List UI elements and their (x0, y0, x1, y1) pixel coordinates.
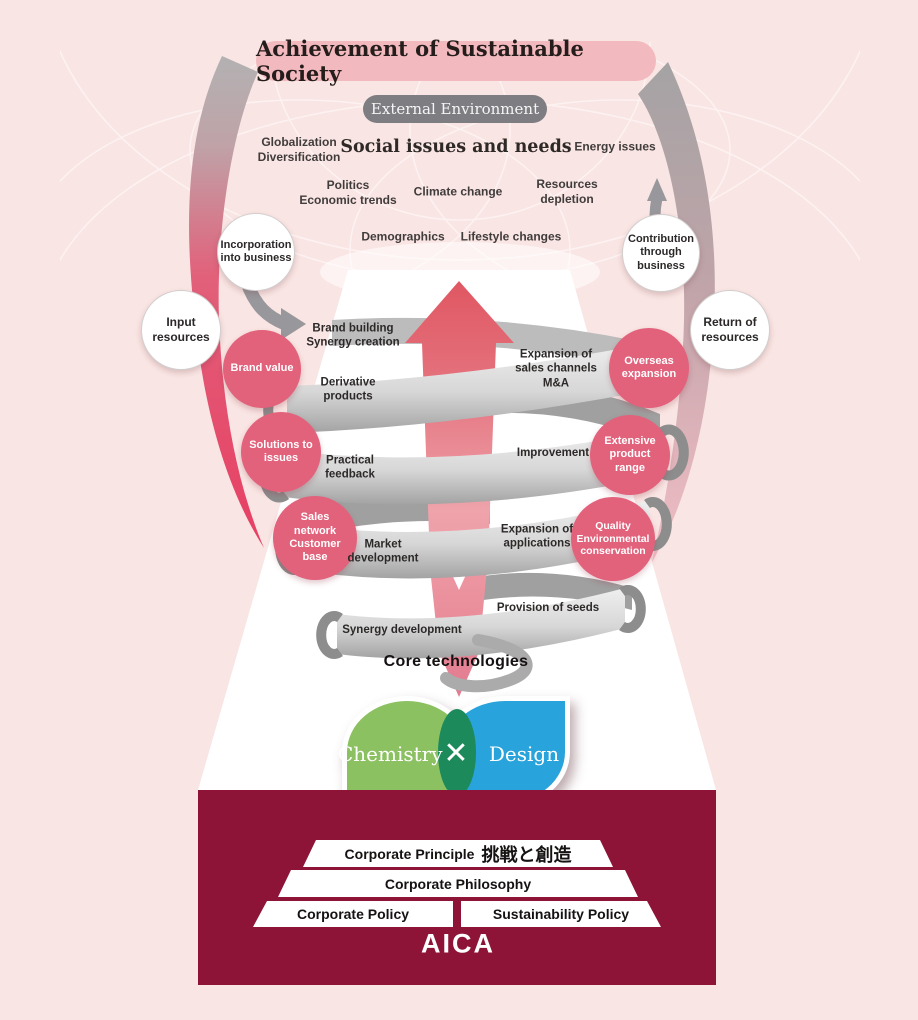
bar-corporate-philosophy: Corporate Philosophy (278, 870, 638, 897)
spiral-inner-curl (440, 634, 533, 693)
aica-logo: AICA (421, 928, 495, 959)
label-core-technologies: Core technologies (383, 653, 529, 670)
label-lifestyle-changes: Lifestyle changes (460, 229, 562, 244)
circle-solutions: Solutions to issues (241, 412, 321, 492)
external-environment-pill: External Environment (363, 95, 547, 123)
corporate-principle-label: Corporate Principle (344, 845, 475, 862)
leaf-overlap (438, 709, 476, 796)
label-demographics: Demographics (361, 229, 445, 244)
circle-quality: Quality Environmental conservation (571, 497, 655, 581)
circle-input-resources: Input resources (141, 290, 221, 370)
label-globalization: Globalization Diversification (257, 135, 341, 164)
label-brand-building: Brand building Synergy creation (306, 322, 400, 349)
label-improvement: Improvement (516, 446, 590, 459)
label-energy-issues: Energy issues (574, 139, 656, 154)
label-provision-seeds: Provision of seeds (496, 601, 600, 614)
design-label: Design (488, 742, 560, 766)
chemistry-label: Chemistry (338, 742, 443, 766)
times-icon: ✕ (443, 736, 469, 771)
bar-sustainability-policy: Sustainability Policy (461, 901, 661, 927)
bar-corporate-policy: Corporate Policy (253, 901, 453, 927)
circle-contribution: Contribution through business (622, 214, 700, 292)
label-expansion-applications: Expansion of applications (500, 523, 574, 550)
bar-corporate-principle: Corporate Principle 挑戦と創造 (303, 840, 613, 867)
circle-sales-network: Sales network Customer base (273, 496, 357, 580)
circle-return-resources: Return of resources (690, 290, 770, 370)
corporate-principle-jp: 挑戦と創造 (481, 844, 572, 866)
banner-sustainable-society: Achievement of Sustainable Society (256, 36, 656, 86)
corporate-policy-label: Corporate Policy (296, 906, 410, 922)
label-derivative-products: Derivative products (320, 376, 376, 403)
label-climate-change: Climate change (413, 184, 503, 199)
label-market-development: Market development (347, 538, 419, 565)
label-social-issues: Social issues and needs (340, 137, 572, 158)
sustainability-policy-label: Sustainability Policy (492, 906, 630, 922)
corporate-philosophy-label: Corporate Philosophy (384, 875, 532, 892)
label-practical-feedback: Practical feedback (325, 454, 375, 481)
spiral-front-strips (283, 341, 665, 659)
circle-overseas-expansion: Overseas expansion (609, 328, 689, 408)
label-politics: Politics Economic trends (299, 178, 397, 207)
chemistry-design-logo: Chemistry ✕ Design (338, 692, 570, 810)
return-cycle-ribbon (638, 62, 715, 562)
label-expansion-sales: Expansion of sales channels M&A (515, 348, 597, 390)
circle-brand-value: Brand value (223, 330, 301, 408)
label-synergy-development: Synergy development (342, 623, 462, 636)
label-resources-depletion: Resources depletion (536, 177, 598, 206)
input-cycle-ribbon (189, 56, 264, 548)
circle-extensive-range: Extensive product range (590, 415, 670, 495)
circle-incorporation: Incorporation into business (217, 213, 295, 291)
